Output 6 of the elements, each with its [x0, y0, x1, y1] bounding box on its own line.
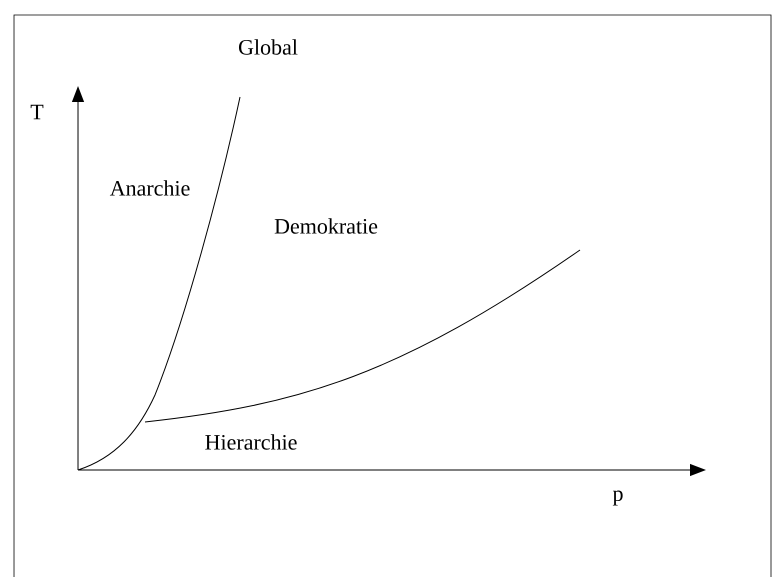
region-label: Demokratie [274, 218, 378, 234]
region-label: p [612, 490, 623, 506]
region-label: Anarchie [110, 180, 190, 196]
region-label: T [30, 104, 44, 120]
region-label: Global [238, 39, 298, 55]
region-label: Hierarchie [205, 434, 297, 450]
